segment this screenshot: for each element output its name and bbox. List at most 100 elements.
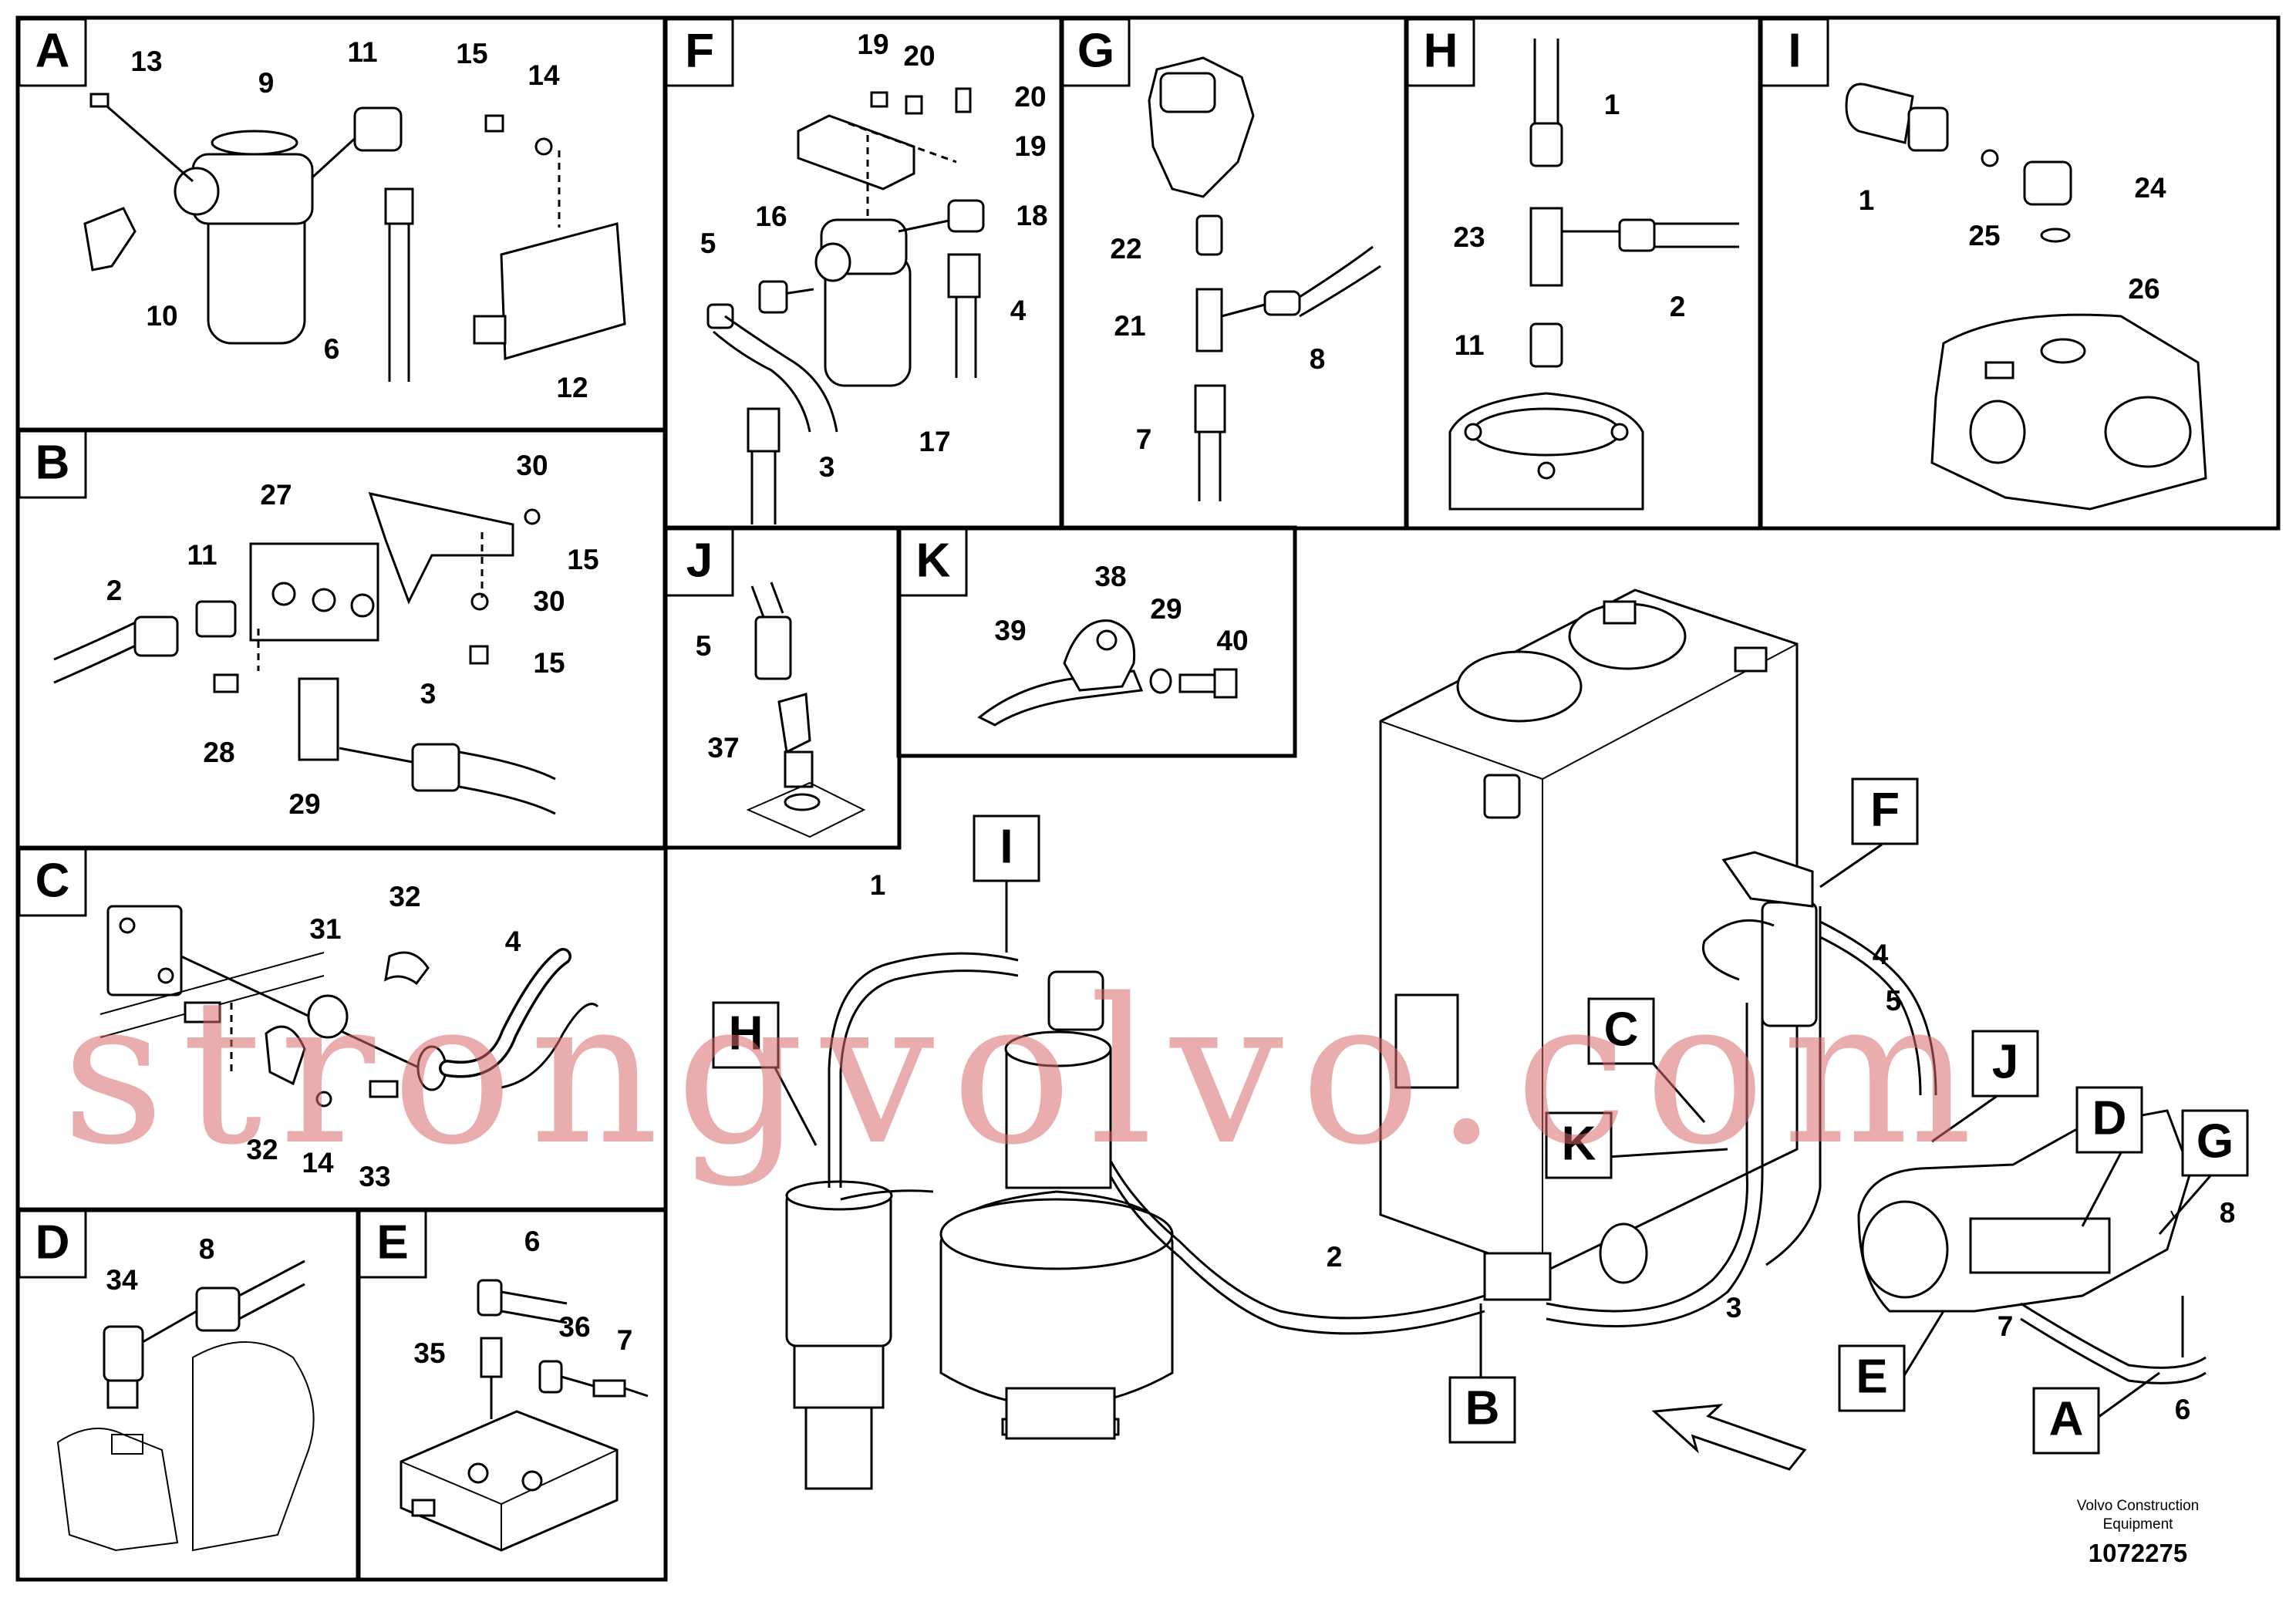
panel-g-drawing bbox=[1148, 56, 1381, 501]
main-callout-numbers: 1 4 5 8 2 3 7 6 bbox=[870, 869, 2236, 1425]
main-tag-d: D bbox=[2075, 1086, 2143, 1154]
main-tag-f: F bbox=[1851, 777, 1919, 845]
callout-number: F bbox=[685, 24, 714, 77]
callout-number: 6 bbox=[2175, 1394, 2191, 1425]
callout-number: E bbox=[376, 1216, 408, 1269]
callout-number: I bbox=[1788, 24, 1801, 77]
callout-tag-letter: K bbox=[1562, 1117, 1596, 1170]
callout-number: 32 bbox=[246, 1134, 278, 1165]
callout-number: 15 bbox=[533, 647, 565, 679]
panel-e-callouts: 6 36 35 7 bbox=[413, 1226, 632, 1369]
callout-number: 16 bbox=[755, 201, 787, 232]
callout-number: 30 bbox=[533, 585, 565, 617]
callout-number: 11 bbox=[1454, 329, 1484, 361]
callout-number: 26 bbox=[2128, 273, 2159, 305]
panel-h-drawing bbox=[1448, 39, 1739, 511]
panel-i-callouts: 1 24 25 26 bbox=[1859, 172, 2166, 305]
callout-number: H bbox=[1424, 24, 1458, 77]
drawing-number: 1072275 bbox=[2089, 1539, 2187, 1567]
callout-number: 3 bbox=[1726, 1292, 1742, 1324]
panel-i-drawing bbox=[1845, 83, 2207, 511]
footer: Volvo Construction Equipment 1072275 bbox=[2077, 1498, 2199, 1567]
callout-number: 36 bbox=[558, 1311, 590, 1343]
callout-number: 3 bbox=[420, 678, 437, 710]
callout-number: 21 bbox=[1114, 310, 1145, 342]
callout-number: 38 bbox=[1094, 561, 1126, 592]
callout-number: 25 bbox=[1968, 220, 2000, 251]
panel-tag-a: A bbox=[18, 18, 87, 87]
panel-a-callouts: 13 9 11 15 14 10 6 12 bbox=[130, 36, 588, 403]
panel-tag-b: B bbox=[18, 430, 87, 499]
callout-number: 37 bbox=[707, 732, 739, 764]
main-tag-k: K bbox=[1545, 1111, 1613, 1179]
callout-tag-letter: J bbox=[1992, 1035, 2018, 1088]
callout-number: 30 bbox=[516, 450, 548, 481]
callout-number: A bbox=[35, 24, 70, 77]
panel-letter-boxes: A F G H I B J K C D E bbox=[18, 18, 1829, 1279]
watermark: strongvolvo.com bbox=[62, 956, 1989, 1189]
main-callout-tags: I H F C K J D G E A B bbox=[712, 777, 2249, 1455]
callout-number: 8 bbox=[199, 1233, 215, 1265]
callout-number: 20 bbox=[903, 40, 935, 72]
panel-tag-d: D bbox=[18, 1209, 87, 1279]
callout-number: 20 bbox=[1014, 81, 1046, 113]
callout-number: 24 bbox=[2134, 172, 2166, 204]
panel-d-drawing bbox=[56, 1259, 315, 1552]
direction-arrow-icon bbox=[1651, 1404, 1807, 1471]
callout-number: 10 bbox=[146, 300, 177, 332]
callout-number: 32 bbox=[389, 881, 420, 912]
panel-h-callouts: 1 23 2 11 bbox=[1453, 89, 1685, 361]
callout-number: 17 bbox=[919, 426, 950, 457]
callout-tag-letter: H bbox=[729, 1007, 764, 1060]
callout-number: 27 bbox=[260, 479, 292, 511]
callout-number: 2 bbox=[1670, 291, 1686, 322]
callout-number: 4 bbox=[1873, 939, 1889, 970]
panel-frames bbox=[15, 15, 2281, 1582]
panel-tag-h: H bbox=[1406, 18, 1475, 87]
main-tag-i: I bbox=[973, 814, 1040, 882]
callout-number: 29 bbox=[288, 788, 320, 820]
callout-number: 12 bbox=[556, 372, 588, 403]
callout-number: 22 bbox=[1110, 233, 1141, 265]
panel-tag-f: F bbox=[665, 18, 734, 87]
callout-number: 7 bbox=[617, 1324, 633, 1356]
callout-number: 1 bbox=[1604, 89, 1620, 120]
callout-number: 5 bbox=[1886, 985, 1902, 1017]
callout-number: 5 bbox=[696, 630, 712, 662]
callout-tag-letter: B bbox=[1465, 1381, 1500, 1435]
panel-d-callouts: 34 8 bbox=[106, 1233, 214, 1296]
main-assembly-drawing bbox=[785, 588, 2207, 1490]
panel-c-drawing bbox=[99, 905, 599, 1108]
callout-number: 2 bbox=[1327, 1241, 1343, 1273]
panel-b-drawing bbox=[53, 491, 556, 815]
panel-tag-c: C bbox=[18, 848, 87, 917]
panel-c-callouts: 31 32 4 32 14 33 bbox=[246, 881, 521, 1192]
callout-number: 6 bbox=[524, 1226, 541, 1257]
callout-tag-letter: I bbox=[1000, 820, 1013, 873]
callout-tag-letter: A bbox=[2049, 1392, 2084, 1445]
callout-number: 8 bbox=[2220, 1197, 2236, 1229]
panel-f-drawing bbox=[706, 87, 985, 524]
panel-f-callouts: 19 20 20 19 5 16 18 4 17 3 bbox=[700, 29, 1048, 483]
panel-e-drawing bbox=[400, 1279, 649, 1552]
callout-number: 14 bbox=[302, 1147, 334, 1179]
callout-number: 7 bbox=[1136, 423, 1152, 455]
callout-number: 13 bbox=[130, 46, 162, 77]
callout-number: G bbox=[1077, 24, 1114, 77]
callout-number: 4 bbox=[505, 926, 521, 957]
panel-b-callouts: 27 30 11 2 15 30 15 3 28 29 bbox=[106, 450, 599, 820]
callout-tag-letter: C bbox=[1604, 1003, 1639, 1056]
callout-number: 9 bbox=[258, 67, 275, 99]
callout-tag-letter: G bbox=[2197, 1114, 2234, 1168]
callout-number: 7 bbox=[1998, 1310, 2014, 1342]
callout-number: 3 bbox=[819, 451, 835, 483]
callout-number: 29 bbox=[1150, 593, 1182, 625]
callout-number: D bbox=[35, 1216, 70, 1269]
callout-number: 4 bbox=[1010, 295, 1027, 326]
callout-number: J bbox=[686, 534, 713, 587]
callout-number: 34 bbox=[106, 1264, 138, 1296]
callout-number: 6 bbox=[324, 333, 340, 365]
main-tag-g: G bbox=[2181, 1109, 2249, 1177]
callout-number: 11 bbox=[187, 539, 217, 571]
callout-number: 1 bbox=[870, 869, 886, 901]
